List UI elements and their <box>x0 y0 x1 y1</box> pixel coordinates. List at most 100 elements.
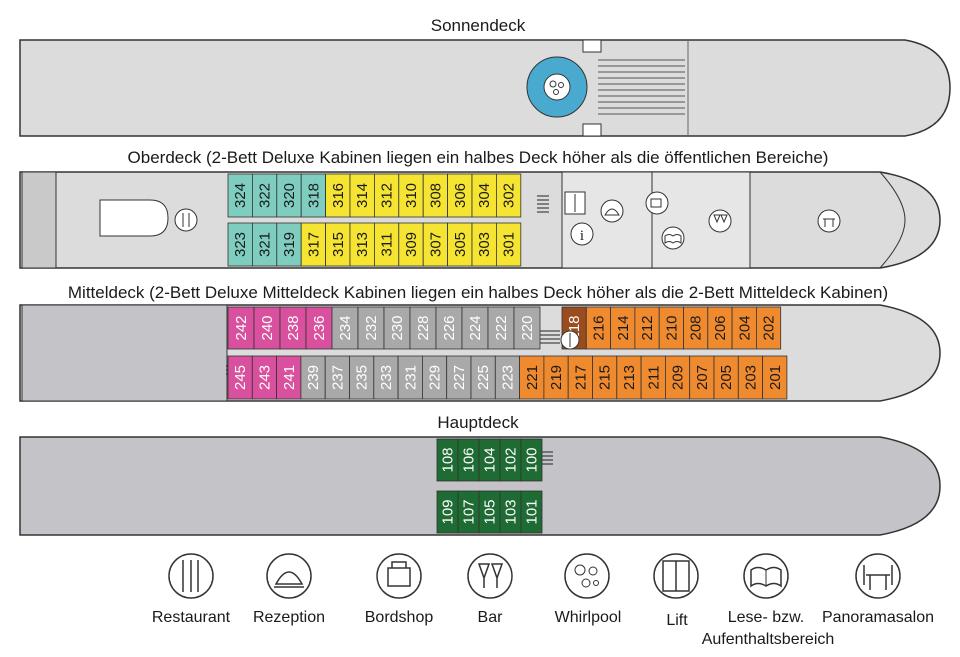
legend-label: Rezeption <box>253 609 325 626</box>
cabin-number: 227 <box>451 365 468 390</box>
whirlpool-legend-icon <box>564 553 610 599</box>
hauptdeck-stairs <box>541 451 553 465</box>
cabin-206 <box>707 306 733 350</box>
cabin-number: 306 <box>452 183 469 208</box>
cabin-number: 240 <box>259 315 276 340</box>
cabin-number: 208 <box>688 315 705 340</box>
cabin-number: 212 <box>639 315 656 340</box>
cabin-number: 202 <box>761 315 778 340</box>
cabin-324 <box>227 173 253 218</box>
cabin-number: 209 <box>670 365 687 390</box>
cabin-209 <box>665 355 691 400</box>
legend-label: Bar <box>478 609 504 626</box>
cabin-number: 313 <box>354 232 371 257</box>
cabin-number: 314 <box>354 183 371 208</box>
deck-title-mitteldeck: Mitteldeck (2-Bett Deluxe Mitteldeck Kab… <box>68 283 888 302</box>
cabin-315 <box>325 222 351 267</box>
legend: Restaurant Rezeption Bordshop Bar Whirlp… <box>152 553 934 648</box>
svg-text:i: i <box>580 228 584 244</box>
cabin-312 <box>373 173 400 218</box>
cabin-100 <box>520 438 543 482</box>
sonnendeck-stair-bottom <box>582 123 602 137</box>
cabin-number: 232 <box>363 315 380 340</box>
whirlpool-icon <box>526 56 588 118</box>
cabin-237 <box>324 355 350 400</box>
cabin-307 <box>422 222 449 267</box>
cabin-101 <box>520 490 543 534</box>
cabin-number: 241 <box>281 365 298 390</box>
cabin-number: 322 <box>257 183 274 208</box>
cabin-number: 309 <box>403 232 420 257</box>
cabin-239 <box>300 355 326 400</box>
cabin-211 <box>640 355 666 400</box>
cabin-217 <box>567 355 593 400</box>
cabin-number: 310 <box>403 183 420 208</box>
cabin-number: 243 <box>256 365 273 390</box>
oberdeck-stern-area <box>21 171 57 269</box>
cabin-223 <box>494 355 520 400</box>
cabin-number: 319 <box>281 232 298 257</box>
cabin-226 <box>435 306 463 350</box>
cabin-number: 100 <box>524 447 541 472</box>
cabin-number: 230 <box>389 315 406 340</box>
cabin-number: 225 <box>475 365 492 390</box>
cabin-230 <box>383 306 411 350</box>
mitteldeck-lift-icon <box>560 330 580 350</box>
cabin-number: 205 <box>718 365 735 390</box>
oberdeck-lift-icon <box>564 191 586 215</box>
cabin-number: 301 <box>501 232 518 257</box>
cabin-number: 221 <box>524 365 541 390</box>
cabin-number: 204 <box>736 315 753 340</box>
cabin-number: 302 <box>501 183 518 208</box>
cabin-243 <box>251 355 278 400</box>
cabin-214 <box>610 306 636 350</box>
cabin-323 <box>227 222 253 267</box>
restaurant-icon <box>168 553 214 599</box>
cabin-number: 304 <box>476 183 493 208</box>
shop-icon <box>376 553 422 599</box>
cabin-number: 316 <box>330 183 347 208</box>
cabin-number: 311 <box>379 233 396 257</box>
cabin-207 <box>689 355 715 400</box>
cabin-number: 307 <box>427 232 444 257</box>
oberdeck-bow-line <box>879 171 906 269</box>
cabin-number: 223 <box>499 365 516 390</box>
legend-label-2: Aufenthaltsbereich <box>702 631 835 648</box>
cabin-number: 219 <box>548 365 565 390</box>
cabin-number: 206 <box>712 315 729 340</box>
cabin-number: 315 <box>330 232 347 257</box>
sonnendeck-stairs <box>598 59 685 115</box>
legend-label: Panoramasalon <box>822 609 934 626</box>
cabin-317 <box>300 222 327 267</box>
cabin-number: 320 <box>281 183 298 208</box>
cabin-216 <box>585 306 611 350</box>
cabin-203 <box>737 355 763 400</box>
cabin-number: 203 <box>742 365 759 390</box>
legend-label: Lift <box>666 612 688 629</box>
cabin-number: 229 <box>427 365 444 390</box>
hauptdeck-hull <box>19 436 941 536</box>
cabin-311 <box>373 222 400 267</box>
cabin-number: 231 <box>402 365 419 390</box>
oberdeck-bench <box>99 199 169 237</box>
oberdeck-bar-icon <box>708 209 732 233</box>
cabin-number: 217 <box>572 365 589 390</box>
cabin-number: 233 <box>378 365 395 390</box>
legend-label: Lese- bzw. <box>728 609 804 626</box>
cabin-204 <box>731 306 757 350</box>
oberdeck-info-icon: i <box>570 222 594 246</box>
cabin-235 <box>349 355 375 400</box>
cabin-303 <box>471 222 497 267</box>
cabin-321 <box>251 222 278 267</box>
legend-label: Whirlpool <box>555 609 622 626</box>
cabin-number: 105 <box>482 499 499 524</box>
cabin-number: 324 <box>232 183 249 208</box>
cabin-number: 201 <box>767 365 784 390</box>
cabin-number: 312 <box>379 183 396 208</box>
reception-icon <box>266 553 312 599</box>
